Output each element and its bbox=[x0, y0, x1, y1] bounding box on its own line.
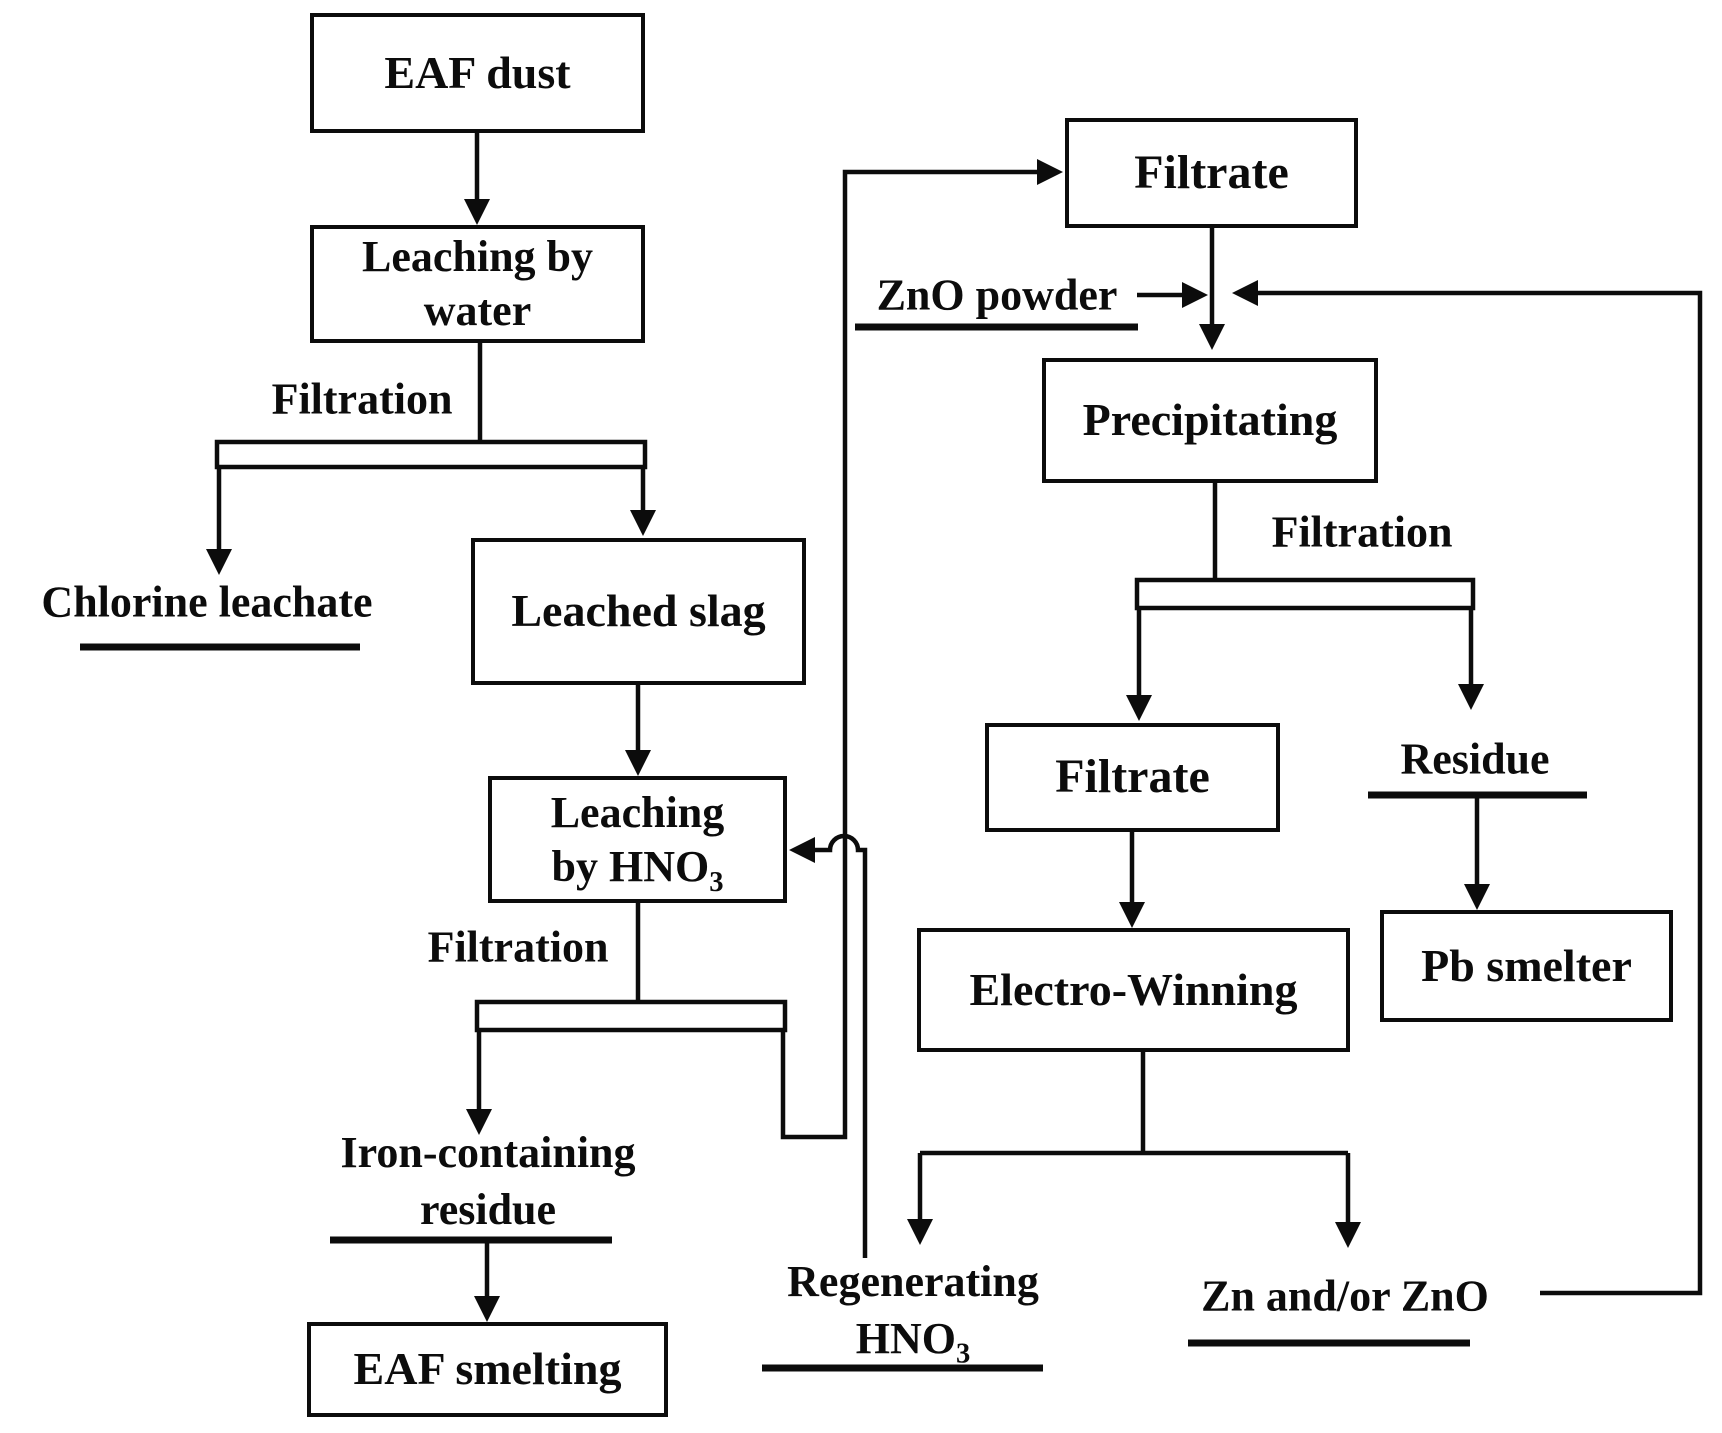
arrow-znopowder-to-junction bbox=[1137, 282, 1208, 308]
label-zn-and-or-zno: Zn and/or ZnO bbox=[1201, 1271, 1489, 1321]
label-iron-containing-residue: Iron-containing residue bbox=[340, 1124, 635, 1238]
arrow-branch-to-regen-hno3 bbox=[907, 1153, 933, 1245]
box-leaching-by-water: Leaching by water bbox=[310, 225, 645, 343]
underlines bbox=[80, 323, 1587, 1372]
arrow-filtratetop-to-precipitating bbox=[1199, 228, 1225, 350]
label-chlorine-leachate: Chlorine leachate bbox=[41, 577, 373, 627]
label-regenerating-line2: HNO3 bbox=[855, 1314, 971, 1370]
hno3-subscript: 3 bbox=[709, 866, 724, 898]
arrow-branch-to-zn-zno bbox=[1335, 1153, 1361, 1248]
arrow-bar3-to-filtrate-mid bbox=[1126, 608, 1152, 721]
box-eaf-dust: EAF dust bbox=[310, 13, 645, 133]
arrow-leachedslag-to-leachhno3 bbox=[625, 685, 651, 776]
arrow-bar2-to-iron-residue bbox=[466, 1030, 492, 1135]
line-bar2-to-filtrate-top bbox=[780, 159, 1063, 1140]
arrow-eafdust-to-leachwater bbox=[464, 133, 490, 225]
box-leaching-by-hno3-line1: Leaching bbox=[550, 787, 725, 837]
box-electro-winning-label: Electro-Winning bbox=[969, 963, 1298, 1015]
line-precipitating-to-bar3 bbox=[1134, 483, 1476, 611]
box-eaf-smelting: EAF smelting bbox=[307, 1322, 668, 1417]
box-leaching-by-hno3: Leaching by HNO3 bbox=[488, 776, 787, 903]
label-iron-containing-residue-line2: residue bbox=[419, 1185, 557, 1234]
box-electro-winning: Electro-Winning bbox=[917, 928, 1350, 1052]
label-residue: Residue bbox=[1400, 734, 1550, 784]
box-precipitating-label: Precipitating bbox=[1082, 394, 1338, 446]
box-eaf-smelting-label: EAF smelting bbox=[353, 1343, 622, 1395]
arrow-zn-recycle-to-junction bbox=[1232, 280, 1703, 1296]
arrow-bar1-to-leached-slag bbox=[630, 467, 656, 536]
line-leachwater-to-bar1 bbox=[214, 343, 648, 470]
box-leaching-by-water-line1: Leaching by bbox=[361, 232, 594, 282]
arrow-regen-hno3-to-leachhno3 bbox=[789, 833, 868, 1258]
box-precipitating: Precipitating bbox=[1042, 358, 1378, 483]
label-filtration-3: Filtration bbox=[1271, 507, 1453, 557]
box-filtrate-mid: Filtrate bbox=[985, 723, 1280, 832]
box-pb-smelter: Pb smelter bbox=[1380, 910, 1673, 1022]
regen-hno3-subscript: 3 bbox=[955, 1338, 971, 1370]
line-leachhno3-to-bar2 bbox=[474, 903, 788, 1033]
box-leached-slag-label: Leached slag bbox=[511, 585, 766, 637]
box-leaching-by-hno3-line2: by HNO3 bbox=[551, 841, 724, 898]
label-regenerating-line1: Regenerating bbox=[787, 1256, 1039, 1306]
label-regenerating-hno3: Regenerating HNO3 bbox=[787, 1253, 1039, 1370]
arrow-residue-to-pbsmelter bbox=[1464, 795, 1490, 910]
box-eaf-dust-label: EAF dust bbox=[384, 46, 571, 98]
label-filtration-1: Filtration bbox=[271, 374, 453, 424]
box-filtrate-top: Filtrate bbox=[1065, 118, 1358, 228]
arrow-ironresidue-to-eafsmelting bbox=[474, 1240, 500, 1322]
arrow-filtratemid-to-electrowinning bbox=[1119, 832, 1145, 928]
label-iron-containing-residue-line1: Iron-containing bbox=[340, 1127, 636, 1177]
label-filtration-2: Filtration bbox=[427, 922, 609, 972]
line-electrowinning-branch bbox=[920, 1052, 1348, 1156]
box-filtrate-mid-label: Filtrate bbox=[1055, 750, 1210, 804]
box-filtrate-top-label: Filtrate bbox=[1134, 145, 1289, 199]
box-leaching-by-water-line2: water bbox=[423, 286, 532, 335]
box-pb-smelter-label: Pb smelter bbox=[1421, 939, 1632, 991]
arrow-bar1-to-chlorine-leachate bbox=[206, 467, 232, 575]
box-leached-slag: Leached slag bbox=[471, 538, 806, 685]
arrow-bar3-to-residue bbox=[1458, 608, 1484, 710]
label-zno-powder: ZnO powder bbox=[876, 270, 1118, 320]
